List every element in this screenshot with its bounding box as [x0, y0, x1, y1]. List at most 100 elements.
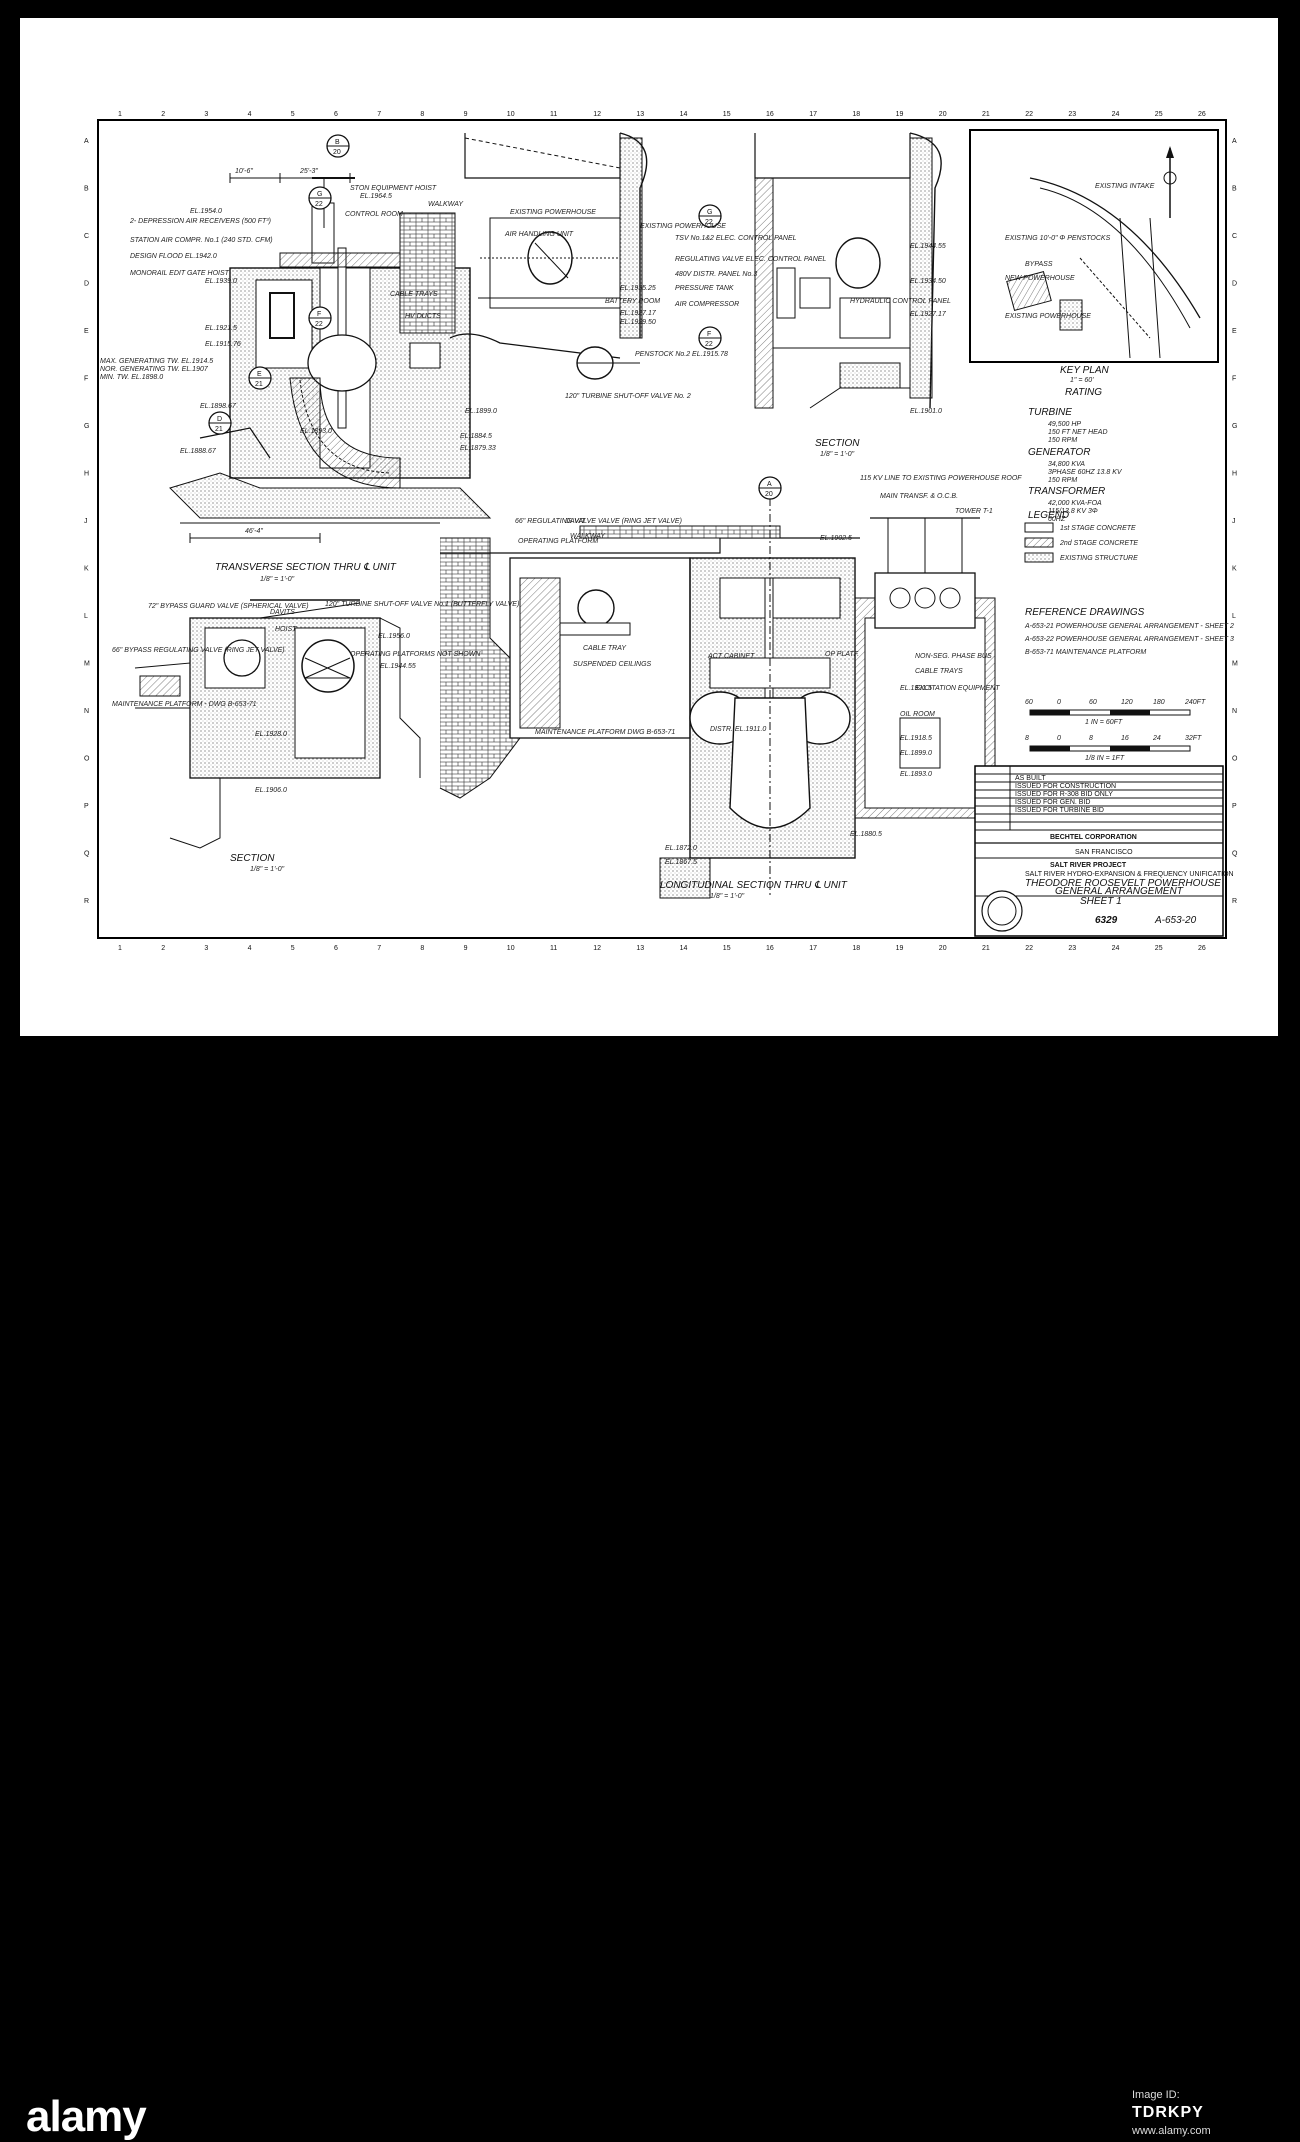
elevation-label: EL.1893.0	[300, 428, 332, 435]
title-client: SALT RIVER PROJECT	[1050, 862, 1127, 869]
section-scale-note: 1/8" = 1'-0"	[710, 893, 745, 900]
section-marker-number: 22	[315, 321, 323, 328]
section-marker-letter: G	[707, 209, 712, 216]
callout-equipment-hoist: STON EQUIPMENT HOIST	[350, 185, 437, 192]
scale-tick: 8	[1089, 735, 1093, 742]
legend-item: EXISTING STRUCTURE	[1060, 555, 1138, 562]
grid-number: 20	[939, 111, 947, 118]
title-block	[974, 765, 1224, 937]
section-h	[754, 132, 942, 409]
grid-number: 9	[464, 111, 468, 118]
rating-title: RATING	[1065, 387, 1102, 398]
section-marker-letter: B	[335, 139, 340, 146]
elevation-label: EL.1921.5	[205, 325, 237, 332]
callout-shutoff-v1: 120" TURBINE SHUT-OFF VALVE No.1 (BUTTER…	[325, 601, 519, 608]
grid-letter: C	[84, 233, 89, 240]
grid-letter: D	[84, 281, 89, 288]
section-title-longitudinal: LONGITUDINAL SECTION THRU ℄ UNIT	[660, 880, 848, 891]
scale-tick: 120	[1121, 699, 1133, 706]
scale-tick: 32FT	[1185, 735, 1202, 742]
grid-letter: N	[84, 708, 89, 715]
callout-suspended-ceilings: SUSPENDED CEILINGS	[573, 661, 652, 668]
generator-spec: 34,800 KVA	[1048, 461, 1085, 468]
grid-letter: E	[1232, 328, 1237, 335]
callout-existing-powerhouse: EXISTING POWERHOUSE	[510, 209, 596, 216]
section-marker-number: 22	[705, 341, 713, 348]
grid-number: 7	[377, 111, 381, 118]
grid-number: 19	[896, 111, 904, 118]
callout-distr-el: DISTR. EL.1911.0	[710, 726, 766, 733]
grid-number: 26	[1198, 945, 1206, 952]
grid-number: 11	[550, 945, 557, 952]
transformer-title: TRANSFORMER	[1028, 486, 1105, 497]
grid-number: 8	[420, 111, 424, 118]
grid-letter: B	[1232, 186, 1237, 193]
callout-hoist: HOIST	[275, 626, 297, 633]
grid-number: 7	[377, 945, 381, 952]
title-drawing: GENERAL ARRANGEMENT	[1055, 886, 1184, 897]
grid-number: 2	[161, 945, 165, 952]
grid-number: 5	[291, 111, 295, 118]
transverse-section	[169, 173, 492, 543]
revision-entry: ISSUED FOR GEN. BID	[1015, 799, 1090, 806]
key-plan-label: EXISTING 10'-0" Φ PENSTOCKS	[1005, 235, 1111, 242]
section-marker-number: 21	[215, 426, 223, 433]
elevation-label: EL.1893.0	[900, 771, 932, 778]
grid-number: 17	[809, 111, 817, 118]
callout-distr-panel: 480V DISTR. PANEL No.3	[675, 271, 757, 278]
elevation-label: EL.1898.67	[200, 403, 237, 410]
section-marker-number: 21	[255, 381, 263, 388]
grid-letter: B	[84, 186, 89, 193]
grid-letter: J	[1232, 518, 1236, 525]
grid-letter: O	[1232, 756, 1238, 763]
scale-tick: 60	[1089, 699, 1097, 706]
grid-number: 18	[852, 945, 860, 952]
scale-tick: 60	[1025, 699, 1033, 706]
title-project: THEODORE ROOSEVELT POWERHOUSE	[1025, 878, 1221, 889]
powerhouse-section-g	[449, 132, 648, 380]
generator-spec: 3PHASE 60HZ 13.8 KV	[1048, 469, 1123, 476]
section-c	[134, 599, 421, 849]
grid-number: 15	[723, 111, 731, 118]
section-scale-note: 1/8" = 1'-0"	[250, 866, 285, 873]
key-plan-scale: 1" = 60'	[1070, 377, 1094, 384]
transformer-spec: 42,000 KVA-FOA	[1048, 500, 1102, 507]
grid-number: 1	[118, 111, 122, 118]
callout-station-air: STATION AIR COMPR. No.1 (240 STD. CFM)	[130, 237, 273, 244]
turbine-spec: 150 FT NET HEAD	[1048, 429, 1108, 436]
grid-number: 4	[248, 111, 252, 118]
elevation-label: EL.1927.17	[910, 311, 947, 318]
section-title-c: SECTION	[230, 853, 275, 864]
grid-number: 20	[939, 945, 947, 952]
callout-penstock: PENSTOCK No.2 EL.1915.78	[635, 351, 728, 358]
section-title-transverse: TRANSVERSE SECTION THRU ℄ UNIT	[215, 562, 397, 573]
scale-tick: 24	[1152, 735, 1161, 742]
reference-title: REFERENCE DRAWINGS	[1025, 607, 1145, 618]
transformer-spec: 60HZ	[1048, 516, 1066, 523]
elevation-label: EL.1929.50	[620, 319, 656, 326]
grid-number: 14	[680, 111, 688, 118]
callout-min-tw: MIN. TW. EL.1898.0	[100, 374, 163, 381]
grid-letter: G	[1232, 423, 1237, 430]
grid-number: 10	[507, 111, 515, 118]
grid-letter: F	[1232, 376, 1236, 383]
revision-entry: ISSUED FOR R-308 BID ONLY	[1015, 791, 1113, 798]
grid-letter: K	[84, 566, 89, 573]
legend-title: LEGEND	[1028, 510, 1069, 521]
grid-letter: L	[84, 613, 88, 620]
callout-nor-gen: NOR. GENERATING TW. EL.1907	[100, 366, 209, 373]
generator-title: GENERATOR	[1028, 447, 1090, 458]
section-scale-note: 1/8" = 1'-0"	[820, 451, 855, 458]
dimension-label: 10'-6"	[235, 168, 253, 175]
grid-letter: E	[84, 328, 89, 335]
section-marker-letter: F	[707, 331, 711, 338]
grid-number: 9	[464, 945, 468, 952]
revision-entry: ISSUED FOR TURBINE BID	[1015, 807, 1104, 814]
elevation-label: EL.1956.0	[378, 633, 410, 640]
callout-cable-tray: CABLE TRAY	[583, 645, 627, 652]
